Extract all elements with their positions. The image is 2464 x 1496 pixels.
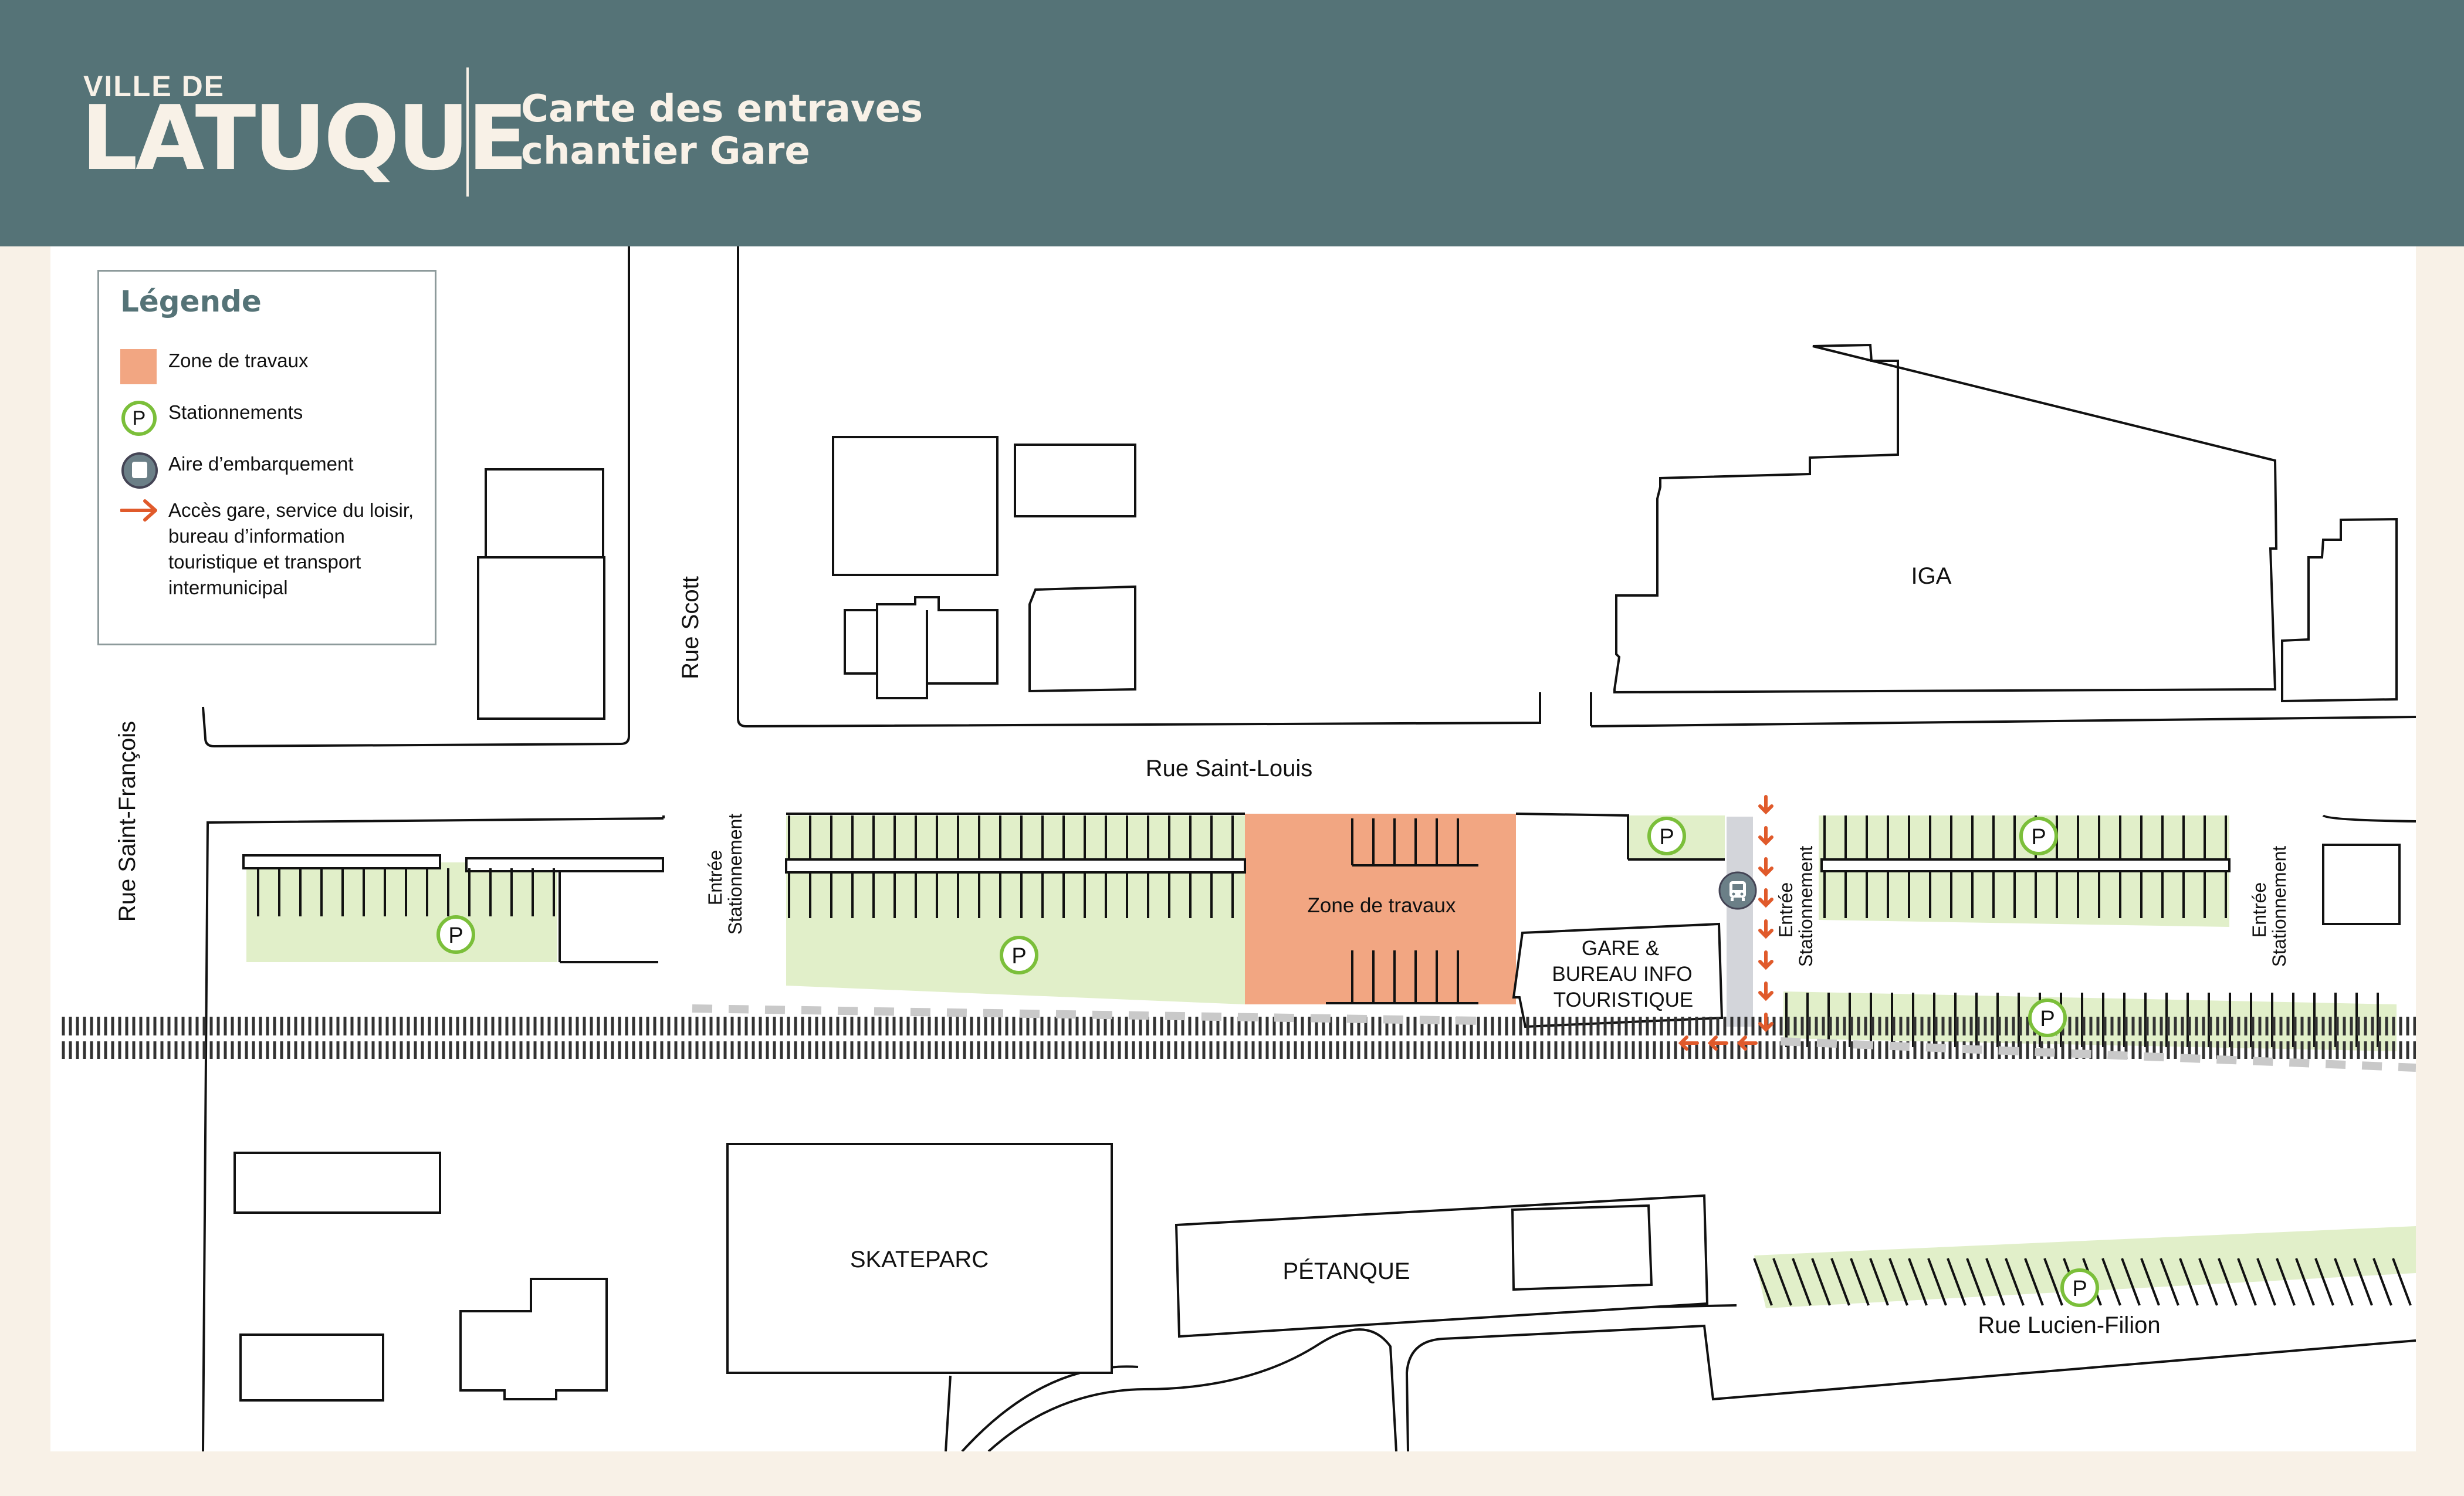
label-rue-scott: Rue Scott [678, 576, 703, 679]
map-canvas: P P P P P P Rue Saint-Louis Rue Scott Ru… [62, 246, 2416, 1451]
logo-la-tuque: LATUQUE [81, 86, 528, 190]
svg-text:Entrée: Entrée [705, 850, 726, 905]
label-gare-line2: BUREAU INFO [1552, 963, 1692, 986]
parking-lot-central [786, 815, 1245, 1004]
parking-icon: P [2062, 1270, 2097, 1305]
parking-lot-west [246, 862, 557, 962]
building-sw-1 [233, 1152, 441, 1214]
label-rue-saint-francois: Rue Saint-François [114, 721, 140, 922]
label-gare-line1: GARE & [1582, 937, 1659, 960]
stall-lines [257, 815, 2412, 1306]
svg-text:P: P [2072, 1277, 2087, 1301]
svg-text:Stationnement: Stationnement [1795, 846, 1816, 967]
parking-icon: P [2030, 1000, 2065, 1035]
building-petanque-inner [1511, 1204, 1653, 1291]
label-skateparc: SKATEPARC [850, 1247, 989, 1272]
building-n-2 [1014, 444, 1136, 517]
parking-icon: P [438, 917, 473, 952]
label-gare-line3: TOURISTIQUE [1553, 989, 1694, 1011]
svg-text:P: P [1659, 825, 1674, 849]
legend-item-access: Accès gare, service du loisir, bureau d’… [120, 497, 427, 601]
legend-label: Aire d’embarquement [168, 453, 354, 475]
parking-icon: P [1001, 937, 1037, 973]
building-skateparc [726, 1143, 1113, 1374]
svg-text:P: P [2031, 825, 2046, 849]
page-title: Carte des entraves chantier Gare [521, 88, 923, 172]
building-n-4 [1028, 585, 1136, 693]
building-n-1 [832, 436, 999, 576]
legend-item-parking: P Stationnements [120, 400, 427, 437]
work-zone [1245, 814, 1516, 1004]
legend-label: Stationnements [168, 401, 303, 423]
page-title-line2: chantier Gare [521, 130, 810, 173]
railroad [62, 1004, 2416, 1072]
bus-icon [120, 451, 158, 489]
label-entrance-2: Entrée Stationnement [1775, 846, 1816, 967]
svg-text:P: P [448, 923, 463, 948]
legend-label: Zone de travaux [168, 350, 309, 371]
page-title-line1: Carte des entraves [521, 87, 923, 131]
label-entrance-1: Entrée Stationnement [705, 814, 746, 935]
boarding-strip [1727, 817, 1753, 1027]
building-n-3 [844, 596, 999, 699]
parking-icons: P P P P P P [438, 818, 2097, 1305]
building-nw-1 [485, 468, 604, 559]
building-nw-2 [477, 556, 605, 720]
parking-icon: P [1649, 818, 1684, 854]
svg-text:Entrée: Entrée [2249, 882, 2270, 937]
legend-label: Accès gare, service du loisir, bureau d’… [168, 499, 414, 598]
svg-text:Entrée: Entrée [1775, 882, 1796, 937]
label-petanque: PÉTANQUE [1282, 1258, 1410, 1284]
parking-stalls [242, 813, 2231, 874]
bus-icon [1718, 871, 1757, 910]
building-sw-3 [459, 1278, 608, 1400]
building-east [2322, 844, 2401, 925]
label-rue-lucien-filion: Rue Lucien-Filion [1978, 1312, 2160, 1338]
legend-item-work-zone: Zone de travaux [120, 348, 427, 385]
parking-icon: P [120, 400, 158, 437]
header-divider [466, 67, 469, 197]
label-entrance-3: Entrée Stationnement [2249, 846, 2290, 967]
header-banner: VILLE DE LATUQUE Carte des entraves chan… [0, 0, 2464, 246]
label-iga: IGA [1911, 563, 1952, 589]
access-arrows [1678, 795, 1773, 1051]
logo-ville-de: VILLE DE [83, 70, 225, 103]
label-rue-saint-louis: Rue Saint-Louis [1146, 756, 1313, 781]
svg-text:Stationnement: Stationnement [725, 814, 746, 935]
legend-panel: Légende Zone de travaux P Stationnements… [97, 270, 436, 645]
map-labels: Rue Saint-Louis Rue Scott Rue Saint-Fran… [114, 563, 2290, 1338]
building-gare [1512, 922, 1724, 1028]
legend-title: Légende [120, 285, 262, 319]
building-iga [1613, 343, 2278, 694]
building-ne [2281, 517, 2398, 703]
label-zone-travaux: Zone de travaux [1308, 894, 1456, 917]
svg-text:P: P [2040, 1007, 2055, 1031]
buildings [233, 343, 2401, 1402]
svg-text:Stationnement: Stationnement [2269, 846, 2290, 967]
building-sw-2 [239, 1333, 384, 1402]
map-area: P P P P P P Rue Saint-Louis Rue Scott Ru… [50, 246, 2416, 1451]
legend-item-boarding: Aire d’embarquement [120, 451, 427, 489]
parking-icon: P [2021, 818, 2056, 854]
work-zone-swatch [120, 348, 158, 385]
svg-text:P: P [1011, 944, 1026, 969]
orange-arrow-icon [120, 497, 158, 535]
